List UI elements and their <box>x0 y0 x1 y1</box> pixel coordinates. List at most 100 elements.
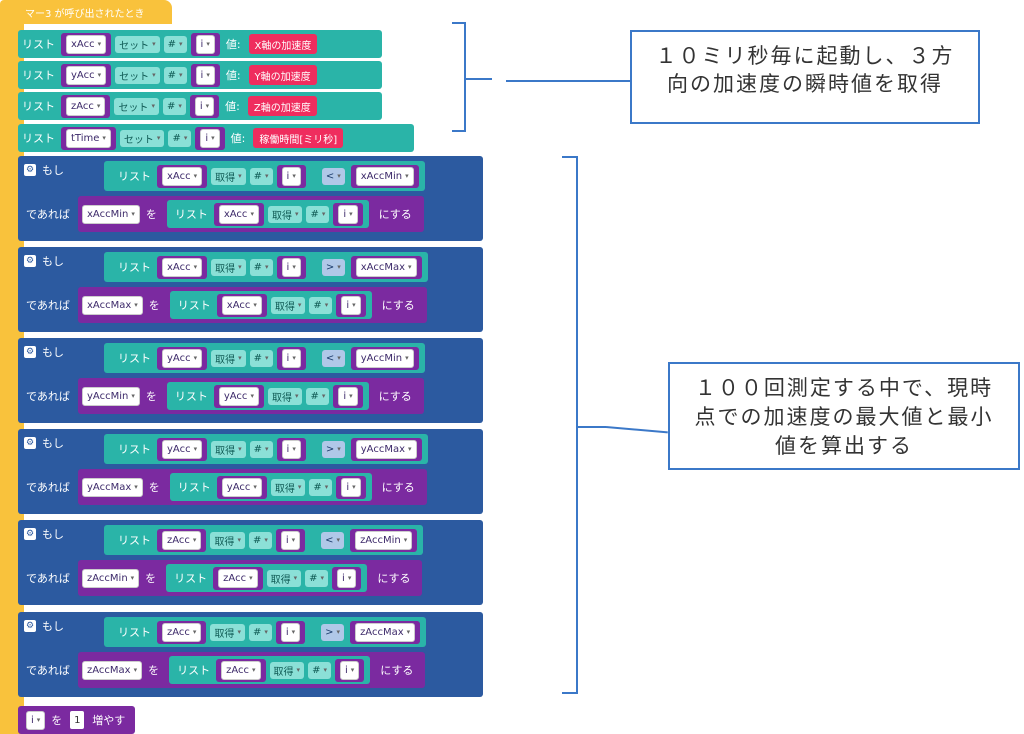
index-var-dropdown[interactable]: i▾ <box>339 660 360 680</box>
index-var-block[interactable]: i▾ <box>333 384 363 408</box>
list-var-block[interactable]: xAcc▾ <box>157 255 208 279</box>
list-var-block[interactable]: yAcc▾ <box>213 384 264 408</box>
target-var-dropdown[interactable]: yAccMin▾ <box>82 386 140 406</box>
list-var-block[interactable]: xAcc▾ <box>157 164 208 188</box>
list-var-block[interactable]: xAcc▾ <box>61 32 112 56</box>
list-var-dropdown[interactable]: zAcc▾ <box>162 622 202 642</box>
list-op-dropdown[interactable]: 取得▾ <box>266 569 302 587</box>
index-var-block[interactable]: i▾ <box>276 255 306 279</box>
event-block-hat[interactable]: タイマー3 が呼び出されたとき <box>0 0 172 24</box>
text-value-block[interactable]: X軸の加速度 <box>248 34 318 54</box>
list-var-dropdown[interactable]: xAcc▾ <box>66 34 107 54</box>
list-op-dropdown[interactable]: 取得▾ <box>211 258 246 276</box>
target-var-dropdown[interactable]: zAccMin▾ <box>82 568 140 588</box>
gear-icon[interactable]: ⚙ <box>24 164 36 176</box>
ref-var-dropdown[interactable]: yAccMin▾ <box>355 348 414 368</box>
comparator-dropdown[interactable]: >▾ <box>321 623 345 641</box>
target-var-dropdown[interactable]: zAccMax▾ <box>82 660 143 680</box>
index-var-block[interactable]: i▾ <box>336 293 366 317</box>
index-var-block[interactable]: i▾ <box>334 658 365 682</box>
gear-icon[interactable]: ⚙ <box>24 346 36 358</box>
index-var-block[interactable]: i▾ <box>275 620 306 644</box>
list-op-dropdown[interactable]: 取得▾ <box>267 387 303 405</box>
index-var-dropdown[interactable]: i▾ <box>341 295 361 315</box>
list-var-dropdown[interactable]: yAcc▾ <box>66 65 107 85</box>
index-mode-dropdown[interactable]: #▾ <box>162 97 186 115</box>
index-var-dropdown[interactable]: i▾ <box>280 622 301 642</box>
index-mode-dropdown[interactable]: #▾ <box>168 129 192 147</box>
index-mode-dropdown[interactable]: #▾ <box>309 478 333 496</box>
increment-block[interactable]: i▾ を 1 増やす <box>18 706 136 734</box>
index-var-block[interactable]: i▾ <box>333 202 363 226</box>
gear-icon[interactable]: ⚙ <box>24 620 36 632</box>
ref-var-block[interactable]: xAccMax▾ <box>350 255 422 279</box>
index-var-block[interactable]: i▾ <box>332 566 362 590</box>
index-var-dropdown[interactable]: i▾ <box>281 348 301 368</box>
index-mode-dropdown[interactable]: #▾ <box>305 569 329 587</box>
increment-var-dropdown[interactable]: i▾ <box>26 710 46 730</box>
index-mode-dropdown[interactable]: #▾ <box>249 440 273 458</box>
index-var-block[interactable]: i▾ <box>275 528 306 552</box>
ref-var-dropdown[interactable]: xAccMin▾ <box>355 166 414 186</box>
list-var-block[interactable]: yAcc▾ <box>216 475 267 499</box>
index-mode-dropdown[interactable]: #▾ <box>248 531 272 549</box>
text-value-block[interactable]: 稼働時間[ミリ秒] <box>253 128 344 148</box>
list-var-block[interactable]: xAcc▾ <box>213 202 264 226</box>
index-mode-dropdown[interactable]: #▾ <box>306 205 330 223</box>
comparator-dropdown[interactable]: >▾ <box>321 258 345 276</box>
list-var-block[interactable]: tTime▾ <box>61 126 116 150</box>
list-var-dropdown[interactable]: xAcc▾ <box>162 166 203 186</box>
list-var-dropdown[interactable]: tTime▾ <box>66 128 111 148</box>
list-var-dropdown[interactable]: yAcc▾ <box>162 348 203 368</box>
index-var-dropdown[interactable]: i▾ <box>200 128 220 148</box>
list-op-dropdown[interactable]: セット▾ <box>119 129 165 147</box>
list-var-dropdown[interactable]: yAcc▾ <box>218 386 259 406</box>
index-mode-dropdown[interactable]: #▾ <box>248 623 272 641</box>
list-op-dropdown[interactable]: セット▾ <box>114 97 159 115</box>
index-var-dropdown[interactable]: i▾ <box>280 530 301 550</box>
index-mode-dropdown[interactable]: #▾ <box>249 167 273 185</box>
ref-var-dropdown[interactable]: yAccMax▾ <box>355 439 417 459</box>
index-mode-dropdown[interactable]: #▾ <box>306 387 330 405</box>
list-var-dropdown[interactable]: xAcc▾ <box>221 295 262 315</box>
list-var-block[interactable]: xAcc▾ <box>216 293 267 317</box>
index-var-dropdown[interactable]: i▾ <box>281 439 301 459</box>
comparator-dropdown[interactable]: <▾ <box>321 349 345 367</box>
index-var-block[interactable]: i▾ <box>195 126 225 150</box>
index-mode-dropdown[interactable]: #▾ <box>308 661 331 679</box>
index-mode-dropdown[interactable]: #▾ <box>163 35 187 53</box>
list-var-block[interactable]: yAcc▾ <box>157 346 208 370</box>
index-var-dropdown[interactable]: i▾ <box>281 166 301 186</box>
comparator-dropdown[interactable]: <▾ <box>321 167 345 185</box>
index-var-block[interactable]: i▾ <box>189 94 220 118</box>
ref-var-block[interactable]: yAccMax▾ <box>350 437 422 461</box>
gear-icon[interactable]: ⚙ <box>24 528 36 540</box>
list-var-block[interactable]: zAcc▾ <box>216 658 266 682</box>
list-op-dropdown[interactable]: 取得▾ <box>267 205 303 223</box>
list-var-block[interactable]: zAcc▾ <box>213 566 263 590</box>
list-var-dropdown[interactable]: zAcc▾ <box>162 530 202 550</box>
index-var-block[interactable]: i▾ <box>190 63 220 87</box>
list-var-block[interactable]: yAcc▾ <box>157 437 208 461</box>
index-var-dropdown[interactable]: i▾ <box>281 257 301 277</box>
